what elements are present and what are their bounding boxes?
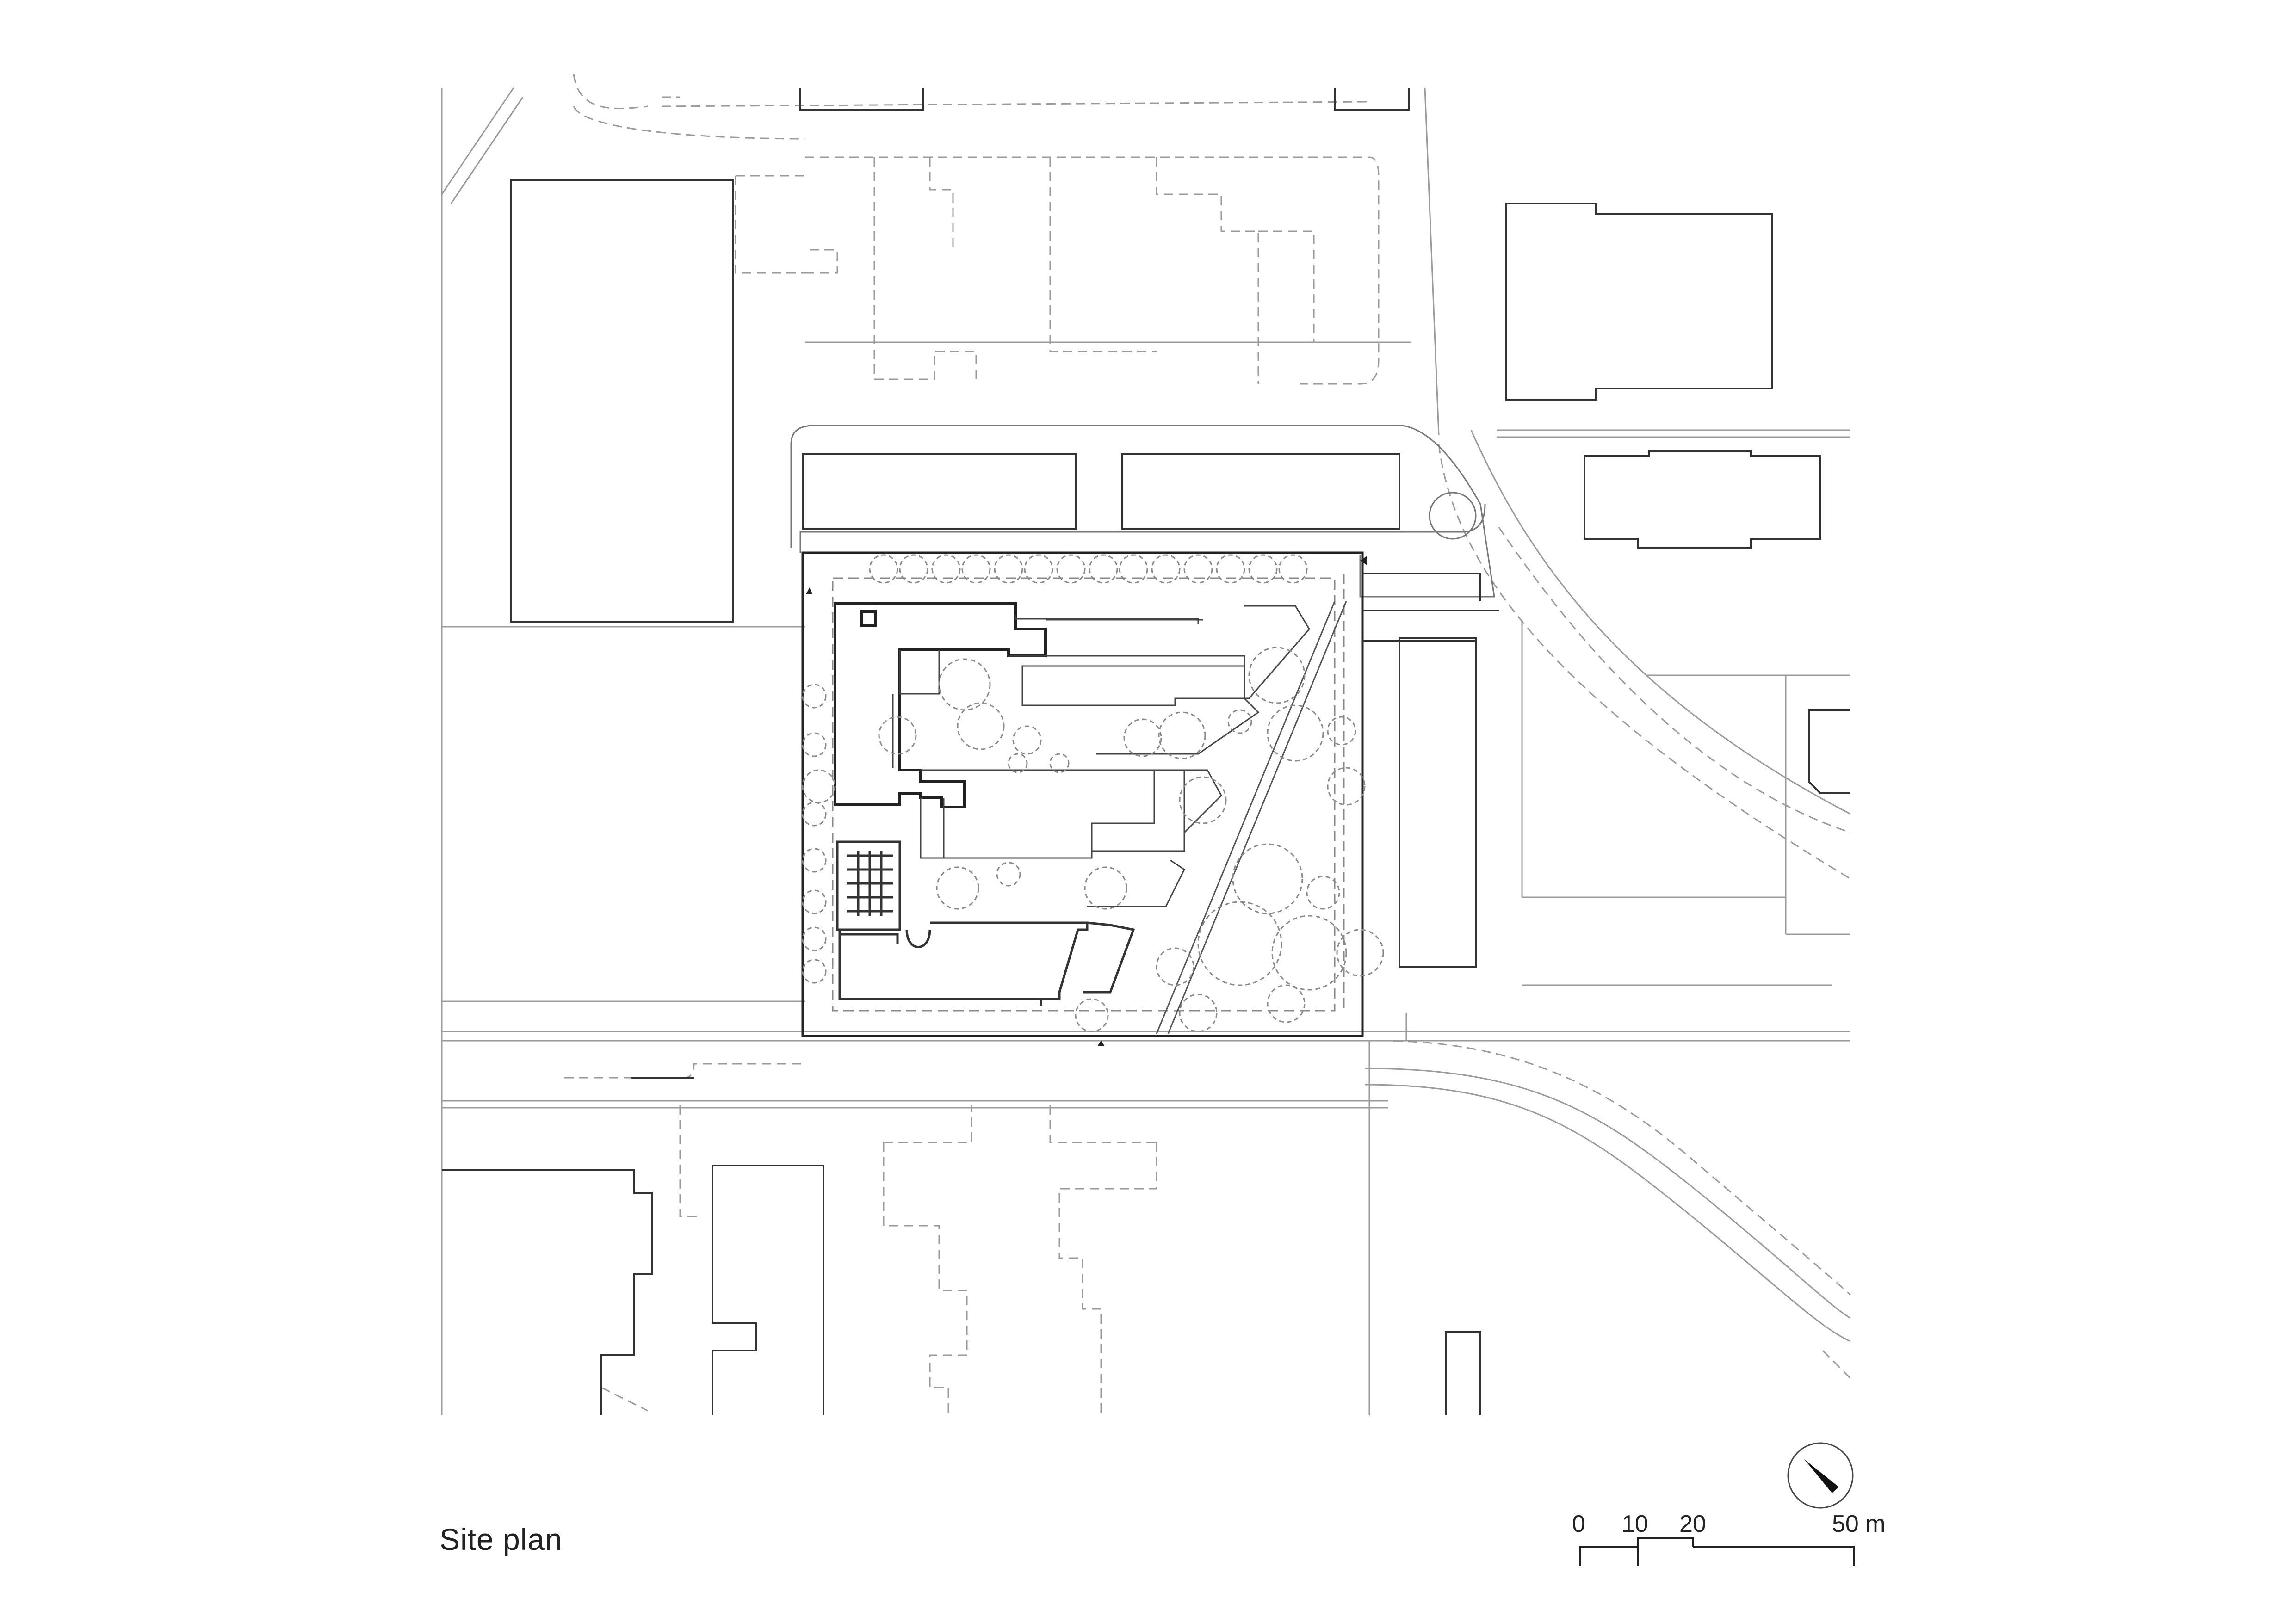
drawing-title: Site plan — [439, 1522, 563, 1556]
building-east — [1584, 450, 1821, 549]
project-building-wings — [892, 605, 1310, 907]
north-arrow-icon — [1787, 1442, 1854, 1509]
scale-label-50m: 50 m — [1832, 1511, 1886, 1537]
project-building-main — [834, 602, 1047, 808]
east-strip-building — [1362, 573, 1499, 968]
diagonal-path — [1156, 601, 1347, 1034]
street-lines — [441, 87, 1851, 1415]
trees — [802, 554, 1384, 1032]
project-building-south — [836, 840, 1135, 1006]
context-buildings — [442, 88, 1850, 1415]
parking-block — [802, 453, 1400, 530]
entrance-markers — [806, 556, 1367, 1046]
site-boundary — [801, 551, 1364, 1037]
building-south-west-b — [712, 1165, 824, 1415]
scale-label-20: 20 — [1679, 1511, 1706, 1537]
parking-outline — [790, 425, 1495, 598]
scale-label-0: 0 — [1572, 1511, 1585, 1537]
site-inner-dashed — [832, 574, 1345, 1013]
building-north-east — [1505, 203, 1773, 401]
dashed-context-lines — [564, 74, 1851, 1415]
building-west-tall — [510, 179, 734, 623]
scale-label-10: 10 — [1621, 1511, 1648, 1537]
scale-bar — [1579, 1537, 1855, 1566]
building-south-west-a — [442, 1169, 653, 1415]
